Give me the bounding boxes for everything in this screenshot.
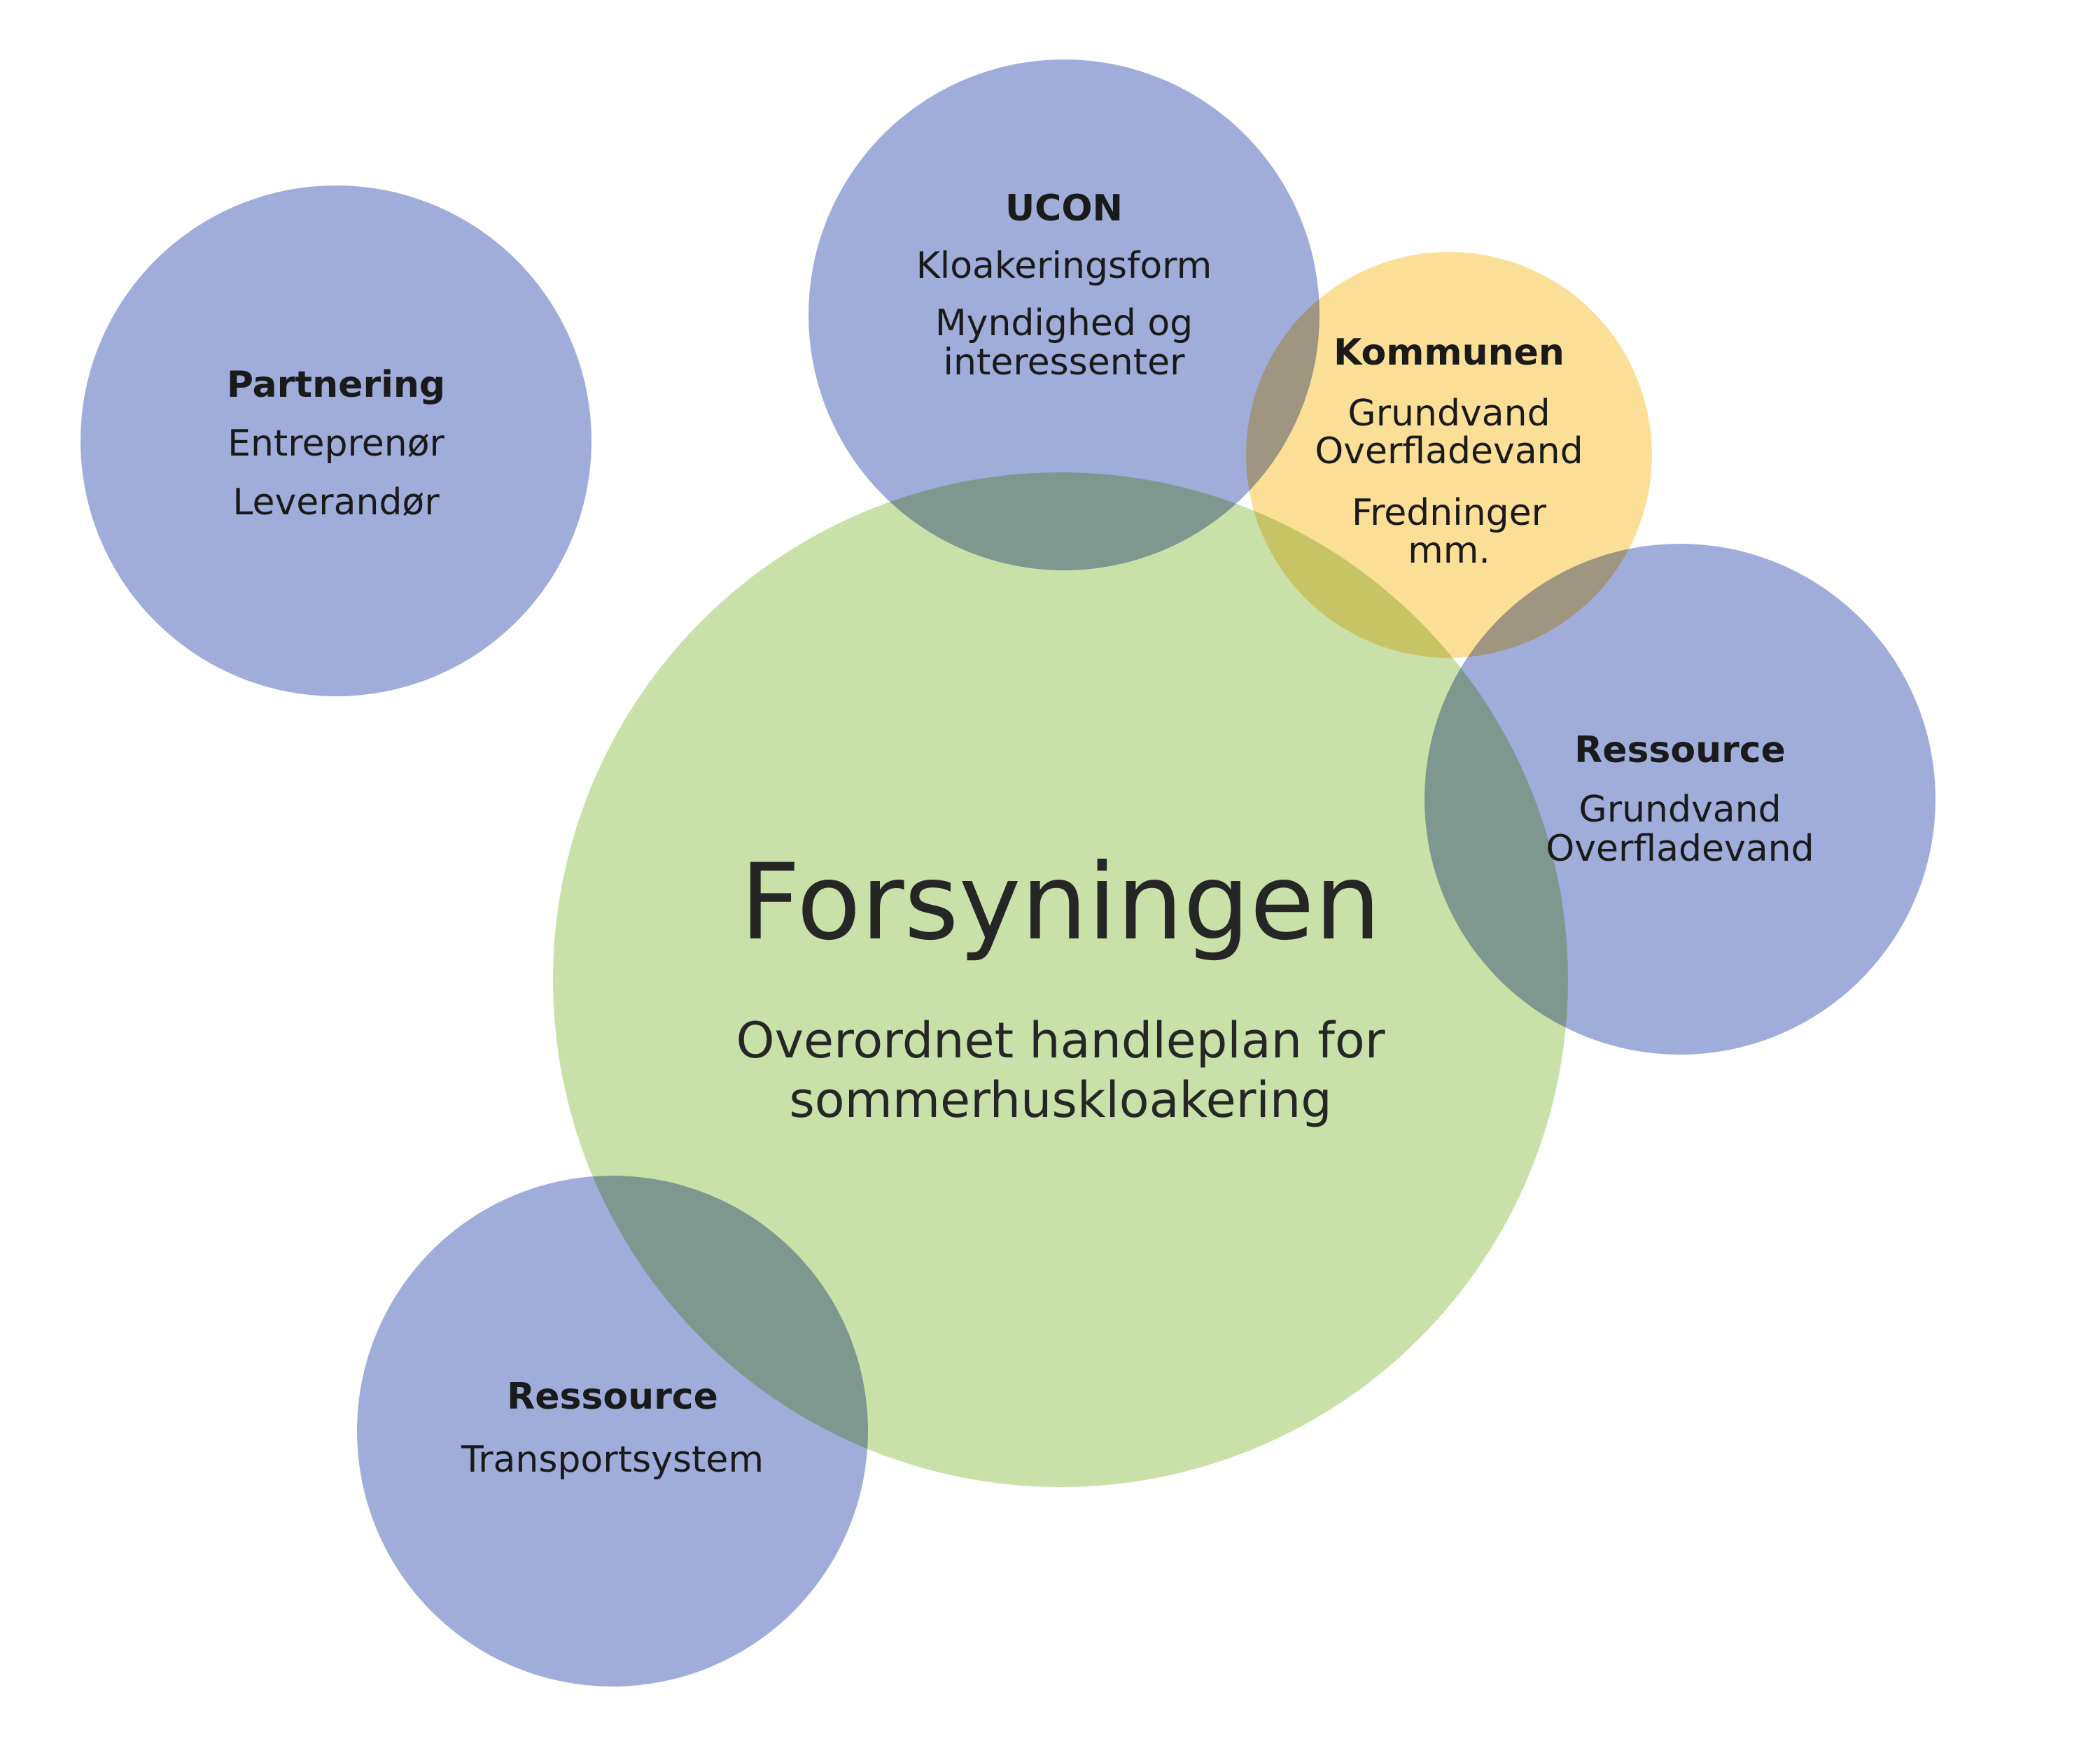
ressource-bottom-circle (357, 1176, 868, 1687)
ressource-right-heading: Ressource (1574, 729, 1786, 771)
forsyningen-subtitle-line2: sommerhuskloakering (789, 1071, 1332, 1129)
ucon-circle (808, 59, 1320, 570)
ucon-item-myndighed-line2: interessenter (943, 342, 1185, 383)
partnering-circle (80, 185, 592, 696)
ressource-right-circle (1424, 544, 1935, 1055)
partnering-item-leverandor: Leverandør (232, 481, 440, 523)
ressource-right-item-overfladevand: Overfladevand (1546, 828, 1814, 870)
ressource-bottom-heading: Ressource (507, 1376, 718, 1418)
kommunen-heading: Kommunen (1334, 332, 1564, 374)
ressource-right-item-grundvand: Grundvand (1578, 789, 1782, 831)
kommunen-item-overfladevand: Overfladevand (1315, 430, 1583, 472)
ucon-item-kloakeringsform: Kloakeringsform (916, 245, 1212, 287)
partnering-item-entreprenor: Entreprenør (227, 423, 444, 465)
kommunen-item-mm: mm. (1408, 530, 1490, 572)
ucon-heading: UCON (1004, 188, 1124, 230)
partnering-heading: Partnering (226, 364, 446, 406)
ucon-item-myndighed-line1: Myndighed og (934, 302, 1194, 344)
kommunen-circle (1246, 252, 1652, 658)
kommunen-item-grundvand: Grundvand (1348, 393, 1550, 435)
kommunen-item-fredninger: Fredninger (1351, 492, 1547, 534)
forsyningen-circle (553, 472, 1568, 1487)
forsyningen-subtitle-line1: Overordnet handleplan for (736, 1012, 1385, 1069)
forsyningen-title: Forsyningen (740, 842, 1381, 964)
ressource-bottom-item-transportsystem: Transportsystem (461, 1439, 764, 1481)
